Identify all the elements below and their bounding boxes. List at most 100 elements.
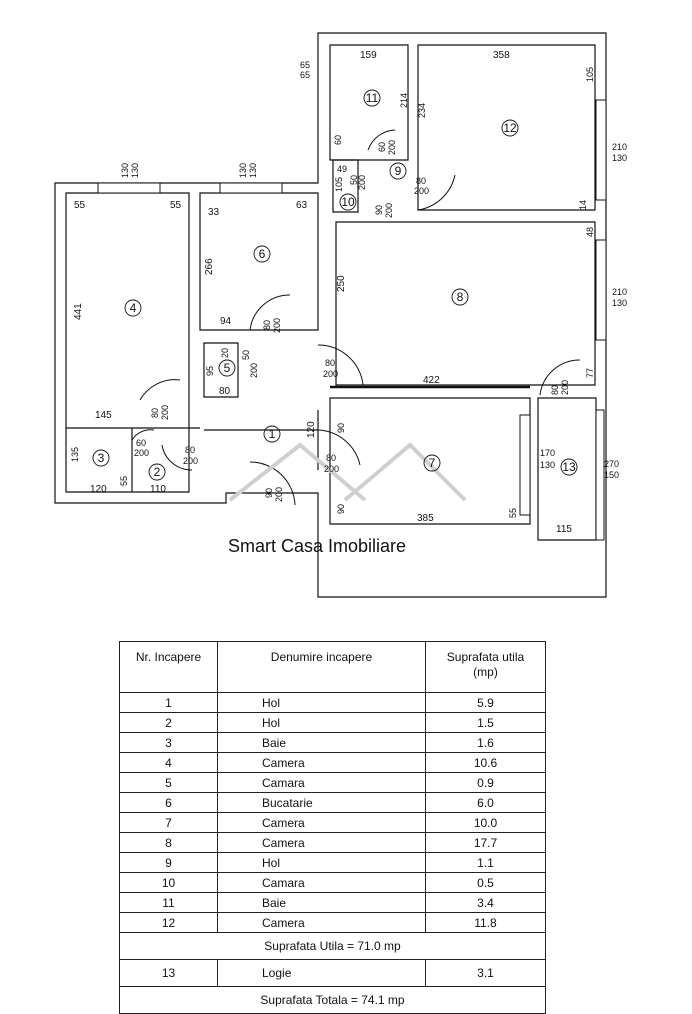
dim-130-4a: 130	[120, 163, 130, 178]
dim-80-4b: 200	[160, 405, 170, 420]
dim-90-7: 90	[336, 423, 346, 433]
dim-80-2a: 80	[185, 445, 195, 455]
dim-250: 250	[336, 275, 347, 292]
header-area-line1: Suprafata utila	[446, 650, 525, 664]
dim-90-eb: 200	[274, 487, 284, 502]
dim-closet-a: 50	[241, 350, 251, 360]
cell-nr: 8	[119, 832, 218, 853]
loggia-nr: 13	[119, 959, 218, 987]
window-loggia	[595, 409, 605, 541]
room-12-walls	[417, 44, 596, 211]
cell-name: Camara	[217, 872, 426, 893]
cell-area: 11.8	[425, 912, 546, 933]
room-number-3: 3	[98, 451, 105, 465]
dim-80-9b: 200	[414, 186, 429, 196]
cell-name: Hol	[217, 852, 426, 873]
cell-nr: 5	[119, 772, 218, 793]
cell-area: 1.5	[425, 712, 546, 733]
cell-area: 10.0	[425, 812, 546, 833]
cell-area: 1.6	[425, 732, 546, 753]
dim-65b: 65	[300, 70, 310, 80]
hall-walls	[204, 410, 319, 470]
door-room-12	[417, 174, 456, 211]
cell-area: 0.9	[425, 772, 546, 793]
dim-95: 95	[205, 366, 215, 376]
cell-name: Baie	[217, 732, 426, 753]
cell-name: Camera	[217, 812, 426, 833]
dim-130-6b: 130	[248, 163, 258, 178]
cell-area: 3.4	[425, 892, 546, 913]
dim-130-6a: 130	[238, 163, 248, 178]
cell-nr: 4	[119, 752, 218, 773]
dim-60-a: 60	[377, 142, 387, 152]
dim-385: 385	[417, 513, 434, 524]
dim-80-9a: 80	[416, 176, 426, 186]
dim-90-a: 90	[374, 205, 384, 215]
dim-80-8a: 80	[325, 358, 335, 368]
dim-77: 77	[585, 368, 595, 378]
bath-11-walls	[329, 44, 409, 161]
dim-145: 145	[95, 410, 112, 421]
util-total-row: Suprafata Utila = 71.0 mp	[119, 932, 546, 960]
dim-80-8b: 200	[323, 369, 338, 379]
loggia-area: 3.1	[425, 959, 546, 987]
cell-name: Baie	[217, 892, 426, 913]
door-loggia	[539, 359, 581, 396]
dim-wc-b: 200	[357, 175, 367, 190]
cell-name: Hol	[217, 712, 426, 733]
cell-nr: 10	[119, 872, 218, 893]
window-room-7	[519, 414, 531, 516]
table-header-row: Nr. Incapere Denumire incapere Suprafata…	[119, 641, 546, 693]
dim-20: 20	[220, 348, 230, 358]
dim-80-ra: 80	[550, 385, 560, 395]
cell-nr: 6	[119, 792, 218, 813]
room-7-walls	[329, 397, 531, 525]
dim-210a: 210	[612, 142, 627, 152]
dim-130a: 130	[612, 153, 627, 163]
dim-130b: 130	[612, 298, 627, 308]
wc-10-walls	[332, 159, 359, 213]
dim-60-b: 200	[387, 140, 397, 155]
door-bath-3	[131, 429, 155, 441]
room-number-9: 9	[395, 164, 402, 178]
dim-80-2b: 200	[183, 456, 198, 466]
door-hall-2	[161, 444, 193, 471]
door-bath-11	[367, 129, 396, 151]
room-area-table: Nr. Incapere Denumire incapere Suprafata…	[119, 641, 546, 1014]
dim-150: 150	[604, 470, 619, 480]
cell-area: 10.6	[425, 752, 546, 773]
dim-48: 48	[585, 227, 595, 237]
dim-90-b: 200	[384, 203, 394, 218]
window-room-8	[595, 239, 607, 341]
dim-270: 270	[604, 459, 619, 469]
door-room-8	[317, 344, 364, 386]
dim-214: 214	[399, 93, 409, 108]
dim-159: 159	[360, 50, 377, 61]
dim-80: 80	[219, 386, 231, 397]
dim-90-7b: 90	[336, 504, 346, 514]
dim-90-ea: 90	[264, 488, 274, 498]
header-name: Denumire incapere	[217, 641, 426, 693]
dim-358: 358	[493, 50, 510, 61]
dim-120: 120	[90, 484, 107, 495]
window-room-12	[595, 99, 607, 201]
dim-60-l: 60	[333, 135, 343, 145]
dim-441: 441	[73, 303, 84, 320]
room-number-6: 6	[259, 247, 266, 261]
door-room-4	[139, 379, 181, 401]
watermark-text: Smart Casa Imobiliare	[228, 536, 406, 556]
loggia-name: Logie	[217, 959, 426, 987]
util-total: Suprafata Utila = 71.0 mp	[119, 932, 546, 960]
header-nr: Nr. Incapere	[119, 641, 218, 693]
room-number-1: 1	[269, 427, 276, 441]
dim-33: 33	[208, 207, 220, 218]
